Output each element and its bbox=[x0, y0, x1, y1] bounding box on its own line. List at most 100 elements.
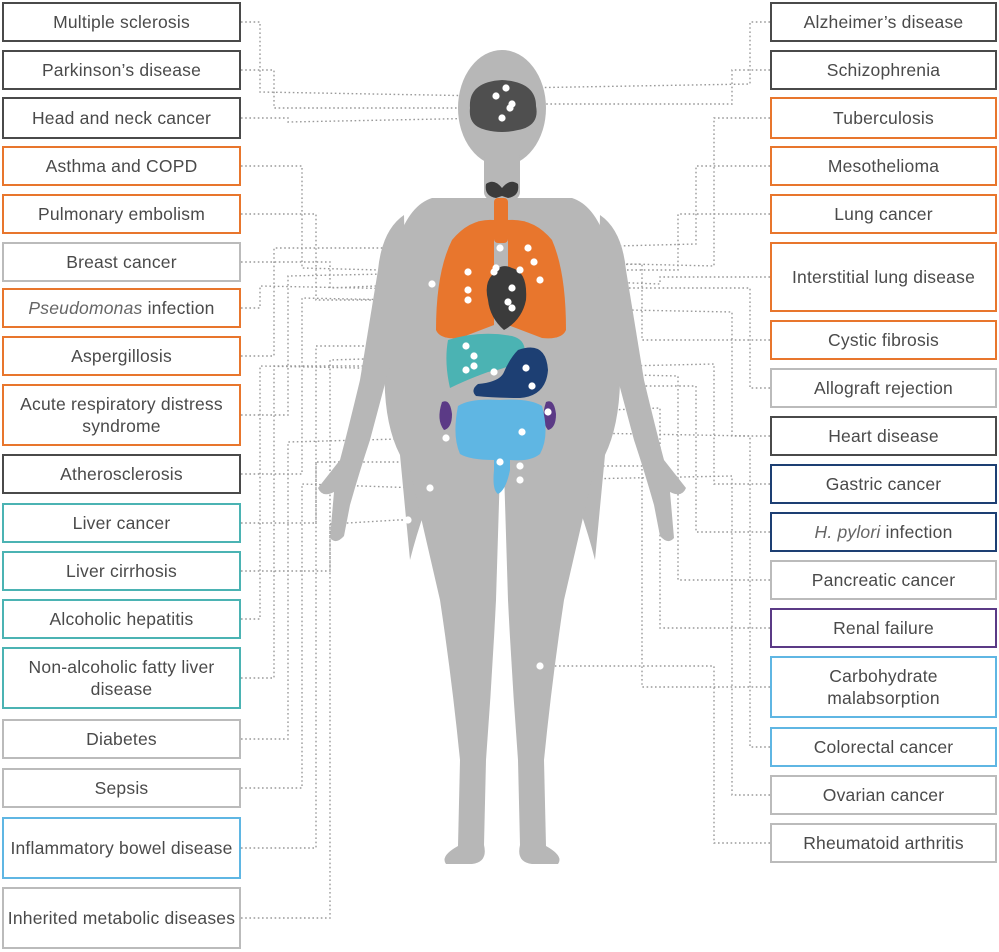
label-text: Ovarian cancer bbox=[822, 785, 945, 805]
location-dot bbox=[404, 516, 412, 524]
leader-line bbox=[532, 385, 770, 533]
label-text: Tuberculosis bbox=[833, 108, 934, 128]
location-dot bbox=[490, 368, 498, 376]
label-right-4: Lung cancer bbox=[770, 194, 997, 234]
leader-line bbox=[522, 431, 770, 748]
left-leg bbox=[410, 470, 500, 864]
label-text: Pseudomonas infection bbox=[28, 297, 214, 319]
label-text: Allograft rejection bbox=[813, 378, 953, 398]
location-dot bbox=[496, 244, 504, 252]
label-text: Atherosclerosis bbox=[60, 464, 183, 484]
leader-line bbox=[241, 21, 496, 97]
label-text: Asthma and COPD bbox=[45, 156, 198, 176]
label-left-1: Parkinson’s disease bbox=[2, 50, 241, 90]
location-dot bbox=[502, 84, 510, 92]
leader-line bbox=[241, 285, 468, 309]
label-left-11: Liver cirrhosis bbox=[2, 551, 241, 591]
label-text: Liver cirrhosis bbox=[66, 561, 177, 581]
right-arm bbox=[598, 215, 686, 542]
label-left-5: Breast cancer bbox=[2, 242, 241, 282]
label-text: Mesothelioma bbox=[827, 156, 940, 176]
label-right-7: Allograft rejection bbox=[770, 368, 997, 408]
location-dot bbox=[504, 298, 512, 306]
label-text: Acute respiratory distress syndrome bbox=[20, 394, 223, 436]
label-text: Alzheimer’s disease bbox=[803, 12, 964, 32]
location-dots bbox=[404, 84, 552, 670]
label-left-4: Pulmonary embolism bbox=[2, 194, 241, 234]
location-dot bbox=[508, 100, 516, 108]
label-right-3: Mesothelioma bbox=[770, 146, 997, 186]
label-italic-text: Pseudomonas bbox=[28, 298, 143, 318]
label-left-13: Non-alcoholic fatty liver disease bbox=[2, 647, 241, 709]
label-text: Lung cancer bbox=[834, 204, 933, 224]
leader-line bbox=[528, 165, 770, 249]
label-text: Rheumatoid arthritis bbox=[803, 833, 964, 853]
intestine-icon bbox=[455, 399, 546, 494]
label-left-8: Acute respiratory distress syndrome bbox=[2, 384, 241, 446]
location-dot bbox=[516, 462, 524, 470]
location-dot bbox=[464, 286, 472, 294]
label-text: Heart disease bbox=[828, 426, 939, 446]
location-dot bbox=[470, 362, 478, 370]
label-text: Pancreatic cancer bbox=[811, 570, 956, 590]
label-left-15: Sepsis bbox=[2, 768, 241, 808]
label-text: Head and neck cancer bbox=[31, 108, 212, 128]
label-right-14: Colorectal cancer bbox=[770, 727, 997, 767]
right-leg bbox=[504, 470, 594, 864]
location-dot bbox=[464, 268, 472, 276]
label-left-6: Pseudomonas infection bbox=[2, 288, 241, 328]
leader-line bbox=[520, 475, 770, 796]
location-dot bbox=[462, 342, 470, 350]
label-text: Renal failure bbox=[833, 618, 934, 638]
leader-line bbox=[241, 117, 502, 123]
label-right-5: Interstitial lung disease bbox=[770, 242, 997, 312]
thyroid-icon bbox=[485, 181, 519, 198]
location-dot bbox=[470, 352, 478, 360]
label-left-0: Multiple sclerosis bbox=[2, 2, 241, 42]
label-text: Colorectal cancer bbox=[813, 737, 954, 757]
leader-line bbox=[512, 69, 770, 105]
left-arm bbox=[318, 215, 406, 542]
location-dot bbox=[426, 484, 434, 492]
label-right-9: Gastric cancer bbox=[770, 464, 997, 504]
location-dot bbox=[522, 364, 530, 372]
location-dot bbox=[462, 366, 470, 374]
label-right-8: Heart disease bbox=[770, 416, 997, 456]
label-right-6: Cystic fibrosis bbox=[770, 320, 997, 360]
label-left-7: Aspergillosis bbox=[2, 336, 241, 376]
label-right-0: Alzheimer’s disease bbox=[770, 2, 997, 42]
label-right-1: Schizophrenia bbox=[770, 50, 997, 90]
label-text: Parkinson’s disease bbox=[41, 60, 202, 80]
trachea-icon bbox=[494, 198, 508, 243]
label-text: Non-alcoholic fatty liver disease bbox=[28, 657, 215, 699]
location-dot bbox=[428, 280, 436, 288]
label-rest-text: infection bbox=[147, 298, 215, 318]
label-text: Carbohydrate malabsorption bbox=[827, 666, 940, 708]
location-dot bbox=[442, 434, 450, 442]
leader-line bbox=[520, 465, 770, 688]
label-text: Alcoholic hepatitis bbox=[49, 609, 194, 629]
leader-line bbox=[540, 665, 770, 844]
label-text: Gastric cancer bbox=[825, 474, 942, 494]
label-text: Liver cancer bbox=[72, 513, 171, 533]
label-text: Schizophrenia bbox=[826, 60, 941, 80]
label-right-10: H. pylori infection bbox=[770, 512, 997, 552]
label-left-9: Atherosclerosis bbox=[2, 454, 241, 494]
heart-icon bbox=[486, 266, 527, 330]
label-right-11: Pancreatic cancer bbox=[770, 560, 997, 600]
label-text: Diabetes bbox=[86, 729, 157, 749]
label-right-15: Ovarian cancer bbox=[770, 775, 997, 815]
location-dot bbox=[536, 276, 544, 284]
location-dot bbox=[528, 382, 536, 390]
leader-line bbox=[241, 519, 408, 919]
label-text: Cystic fibrosis bbox=[828, 330, 939, 350]
label-left-14: Diabetes bbox=[2, 719, 241, 759]
label-left-10: Liver cancer bbox=[2, 503, 241, 543]
right-kidney-icon bbox=[543, 401, 556, 430]
leader-line bbox=[512, 287, 770, 389]
left-kidney-icon bbox=[439, 401, 452, 430]
label-text: H. pylori infection bbox=[814, 521, 952, 543]
label-italic-text: H. pylori bbox=[814, 522, 881, 542]
label-text: Sepsis bbox=[94, 778, 149, 798]
